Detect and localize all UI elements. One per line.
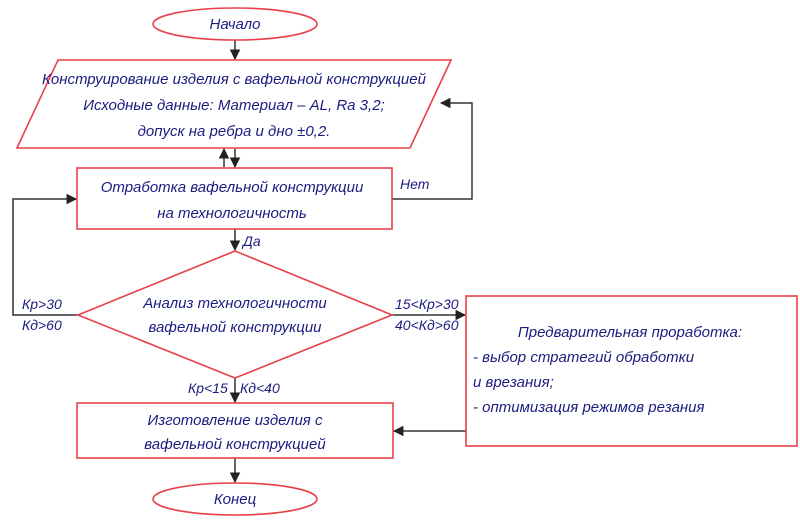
prelim-line-2: и врезания;: [473, 374, 554, 391]
process-line-2: на технологичность: [157, 205, 307, 222]
bottom-kp-label: Кр<15: [188, 380, 228, 396]
right-kd-label: 40<Кд>60: [395, 317, 459, 333]
input-line-2: Исходные данные: Материал – AL, Ra 3,2;: [83, 97, 384, 114]
start-label: Начало: [210, 16, 261, 33]
decision-line-1: Анализ технологичности: [142, 295, 327, 312]
arrow-no-loop: [392, 97, 473, 200]
process-block: [76, 167, 393, 230]
end-terminator: [152, 482, 318, 516]
left-kd-label: Кд>60: [22, 317, 62, 333]
manufacture-block: [76, 402, 394, 459]
input-line-1: Конструирование изделия с вафельной конс…: [42, 71, 427, 88]
bottom-kd-label: Кд<40: [240, 380, 280, 396]
prelim-title: Предварительная проработка:: [518, 324, 742, 341]
end-label: Конец: [214, 491, 257, 508]
decision-diamond: [75, 250, 395, 379]
yes-label: Да: [241, 233, 261, 249]
input-data-block: [15, 59, 453, 149]
left-kp-label: Кр>30: [22, 296, 62, 312]
right-kp-label: 15<Кр>30: [395, 296, 459, 312]
prelim-block: [465, 295, 798, 447]
arrow-left-loop: [12, 193, 78, 316]
prelim-line-3: - оптимизация режимов резания: [473, 399, 705, 416]
process-line-1: Отработка вафельной конструкции: [101, 179, 364, 196]
manufacture-line-1: Изготовление изделия с: [148, 412, 323, 429]
input-line-3: допуск на ребра и дно ±0,2.: [138, 123, 331, 140]
prelim-line-1: - выбор стратегий обработки: [473, 349, 695, 366]
no-label: Нет: [400, 176, 430, 192]
manufacture-line-2: вафельной конструкцией: [144, 436, 326, 453]
start-terminator: [152, 7, 318, 41]
decision-line-2: вафельной конструкции: [148, 319, 322, 336]
